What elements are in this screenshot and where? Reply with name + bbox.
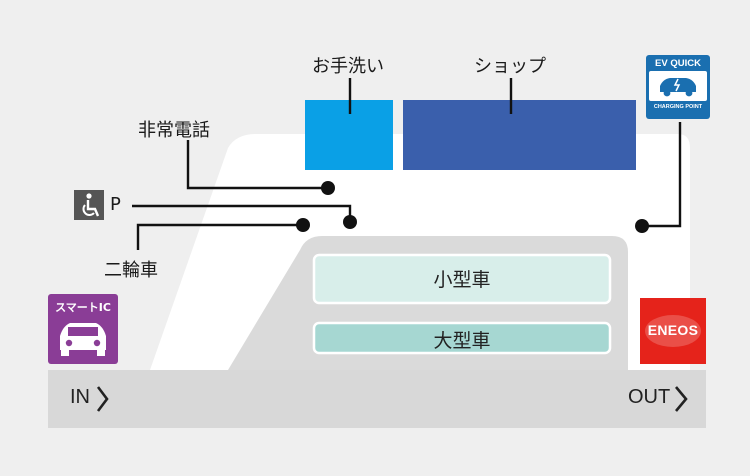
in-chevron-icon <box>96 386 109 412</box>
emergency-phone-leader <box>186 140 328 190</box>
large-car-label: 大型車 <box>433 330 491 352</box>
small-car-row <box>312 253 612 305</box>
smart-ic-badge <box>48 294 118 364</box>
ev-badge-subtitle: CHARGING POINT <box>653 104 703 110</box>
smart-ic-text: スマートIC <box>55 301 111 314</box>
ev-car-icon <box>660 78 696 97</box>
large-car-row <box>312 321 612 355</box>
ev-badge-title: EV QUICK <box>655 58 701 69</box>
motorcycle-dot <box>296 218 310 232</box>
restroom-label: お手洗い <box>312 56 384 77</box>
eneos-badge <box>640 298 706 364</box>
ev-dot <box>635 219 649 233</box>
motorcycle-leader <box>136 223 303 250</box>
ev-charging-badge <box>646 55 710 119</box>
entrance-label: IN <box>70 386 90 408</box>
emergency-phone-dot <box>321 181 335 195</box>
shop-label: ショップ <box>474 56 546 77</box>
small-car-label: 小型車 <box>433 269 491 291</box>
accessible-parking-label: P <box>110 194 121 215</box>
car-icon <box>60 323 106 356</box>
motorcycle-label: 二輪車 <box>104 260 158 281</box>
wheelchair-icon <box>74 190 104 220</box>
shop-building <box>403 100 636 170</box>
main-road <box>48 370 706 428</box>
out-chevron-icon <box>675 386 688 412</box>
accessible-parking-dot <box>343 215 357 229</box>
eneos-text: ENEOS <box>647 322 699 338</box>
ev-leader <box>642 122 682 228</box>
exit-label: OUT <box>628 386 671 408</box>
emergency-phone-label: 非常電話 <box>138 120 210 141</box>
